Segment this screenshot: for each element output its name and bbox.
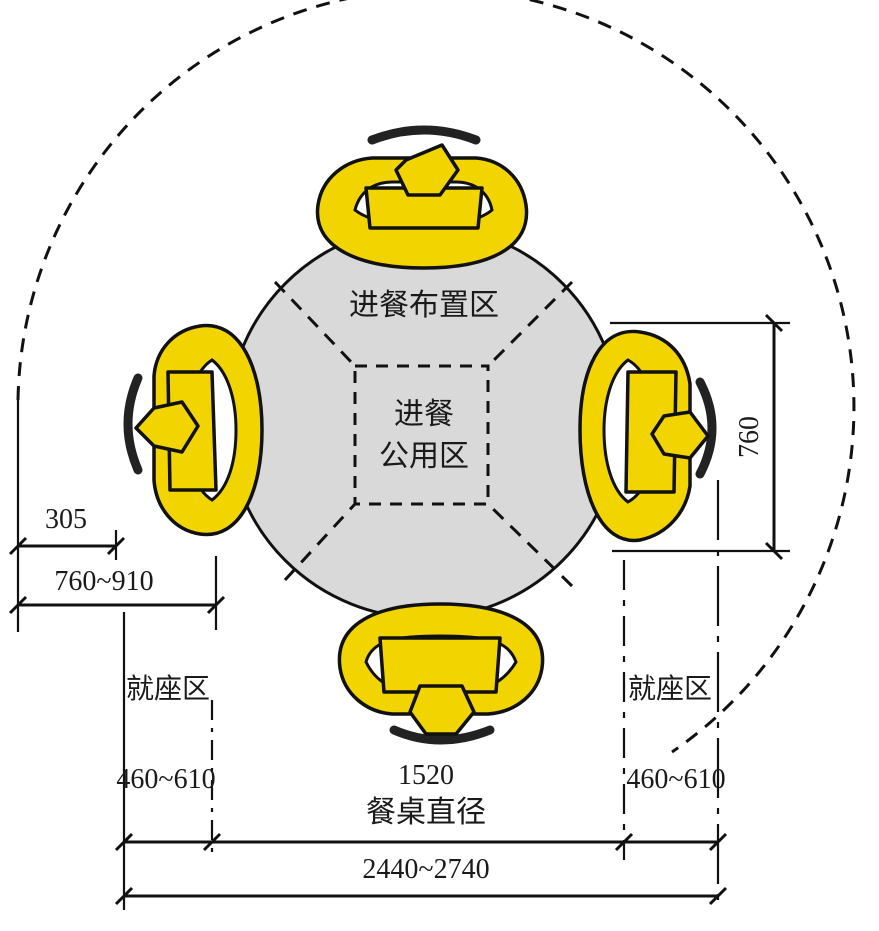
seating-zone-left: 就座区: [126, 672, 210, 705]
diner-bottom: [337, 602, 545, 745]
seating-zone-lines: [122, 480, 720, 910]
dim-label-460-610-left: 460~610: [116, 764, 215, 795]
seating-zone-right: 就座区: [628, 672, 712, 705]
dim-760-910: [8, 595, 226, 615]
common-zone: [353, 364, 490, 506]
dim-760: [610, 313, 790, 561]
clearance-arc: [16, 0, 856, 754]
dim-label-1520: 1520: [398, 760, 454, 791]
diner-top: [315, 125, 529, 270]
dim-2440-2740: [114, 886, 728, 906]
zone-divider-lines: [273, 280, 574, 588]
dim-table-row: [114, 832, 728, 852]
zone-label-common-1: 进餐: [394, 397, 454, 432]
dim-label-table-diameter: 餐桌直径: [366, 795, 486, 830]
dim-label-460-610-right: 460~610: [626, 764, 725, 795]
dim-label-760: 760: [734, 416, 765, 458]
diner-left: [123, 323, 264, 537]
dim-label-760-910: 760~910: [54, 566, 153, 597]
zone-label-common-2: 公用区: [379, 439, 469, 474]
diner-right: [578, 329, 717, 543]
dim-305: [8, 536, 126, 556]
dim-label-305: 305: [45, 504, 87, 535]
dim-label-2440-2740: 2440~2740: [362, 854, 489, 885]
zone-label-dining-layout: 进餐布置区: [349, 288, 499, 323]
